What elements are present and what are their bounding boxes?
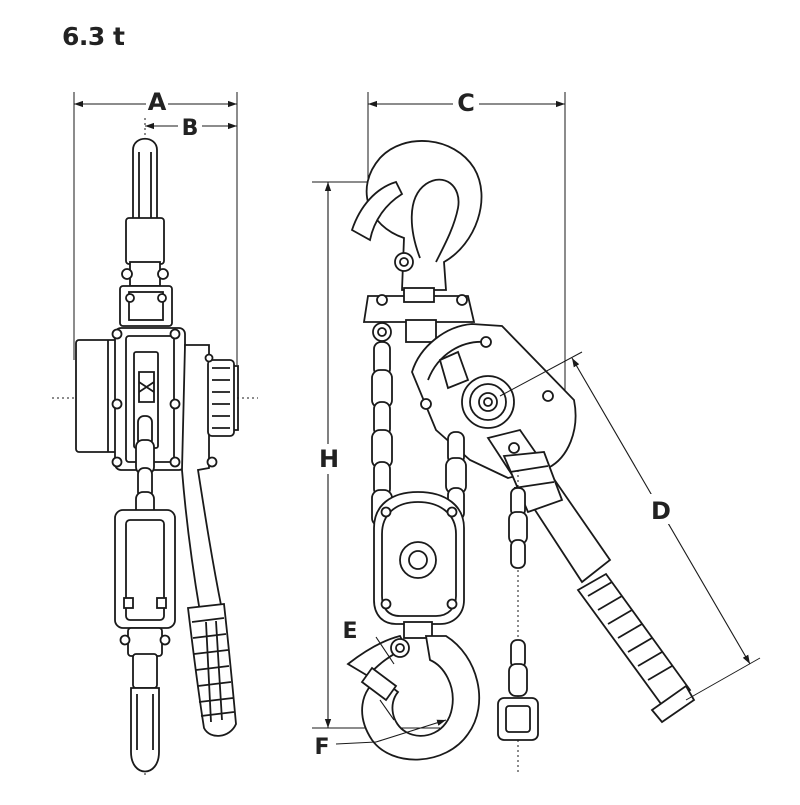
side-handle-grip: [186, 603, 237, 737]
front-bottom-block: [373, 491, 465, 639]
side-bottom-hook: [119, 627, 171, 773]
side-bottom-block: [114, 509, 176, 629]
dim-f-leader: [335, 741, 377, 745]
dim-e-leader-bottom: [379, 699, 395, 721]
dim-e-leader-top: [375, 636, 395, 665]
dim-b-label: B: [182, 116, 199, 141]
dim-d-label: D: [651, 497, 671, 525]
dim-e-label: E: [342, 619, 357, 644]
front-upper-frame: [362, 287, 476, 343]
front-handle-grip: [576, 572, 696, 724]
dim-c-label: C: [457, 89, 475, 117]
dim-d-ext-top: [499, 351, 583, 397]
front-bottom-hook: [346, 634, 481, 761]
side-chain: [135, 415, 155, 525]
dim-d-ext-bottom: [685, 657, 761, 701]
front-top-hook: [350, 140, 483, 291]
front-housing: [411, 323, 577, 479]
front-slack-chain: [497, 470, 539, 775]
side-view: A B: [52, 86, 258, 775]
dim-a-label: A: [148, 88, 167, 116]
dim-f-label: F: [314, 735, 329, 760]
side-upper-frame: [119, 285, 173, 327]
dim-h-label: H: [319, 445, 339, 473]
side-lever: [181, 344, 239, 613]
front-view: C H D E F: [312, 86, 761, 775]
side-gear-cover: [75, 339, 123, 453]
capacity-label: 6.3 t: [62, 22, 125, 51]
side-main-body: [111, 327, 186, 471]
dim-f-arrow: [375, 719, 447, 743]
side-top-hook: [121, 137, 169, 287]
